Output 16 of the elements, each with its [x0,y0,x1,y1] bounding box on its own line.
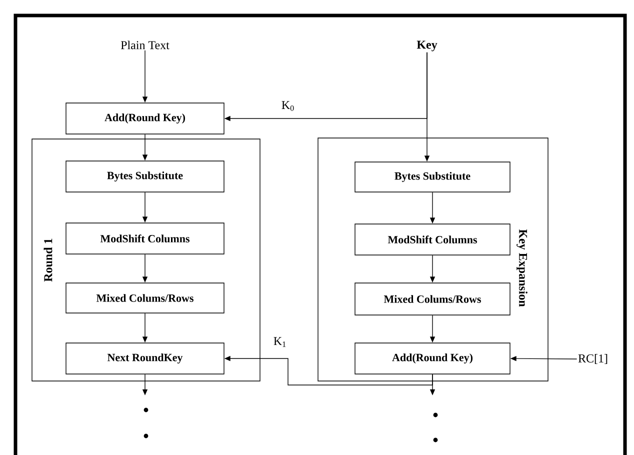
edge-label: K$_{0}$ [280,100,296,112]
edge-label: K$_{1}$ [272,336,288,348]
process-box: Mixed Colums/Rows [66,282,224,314]
input-label: RC[1] [578,354,608,364]
process-box: Next RoundKey [66,342,224,374]
process-box: Bytes Substitute [354,162,510,192]
process-box: Mixed Colums/Rows [354,282,510,316]
process-box: ModShift Columns [354,224,510,256]
process-box: Bytes Substitute [66,160,224,192]
process-box: Add(Round Key) [66,102,224,134]
process-box: Add(Round Key) [354,342,510,374]
group-label: Key Expansion [516,229,528,307]
input-label: Key [416,40,438,52]
input-label: Plain Text [120,40,170,50]
process-box: ModShift Columns [66,222,224,254]
group-label: Round 1 [44,238,52,282]
